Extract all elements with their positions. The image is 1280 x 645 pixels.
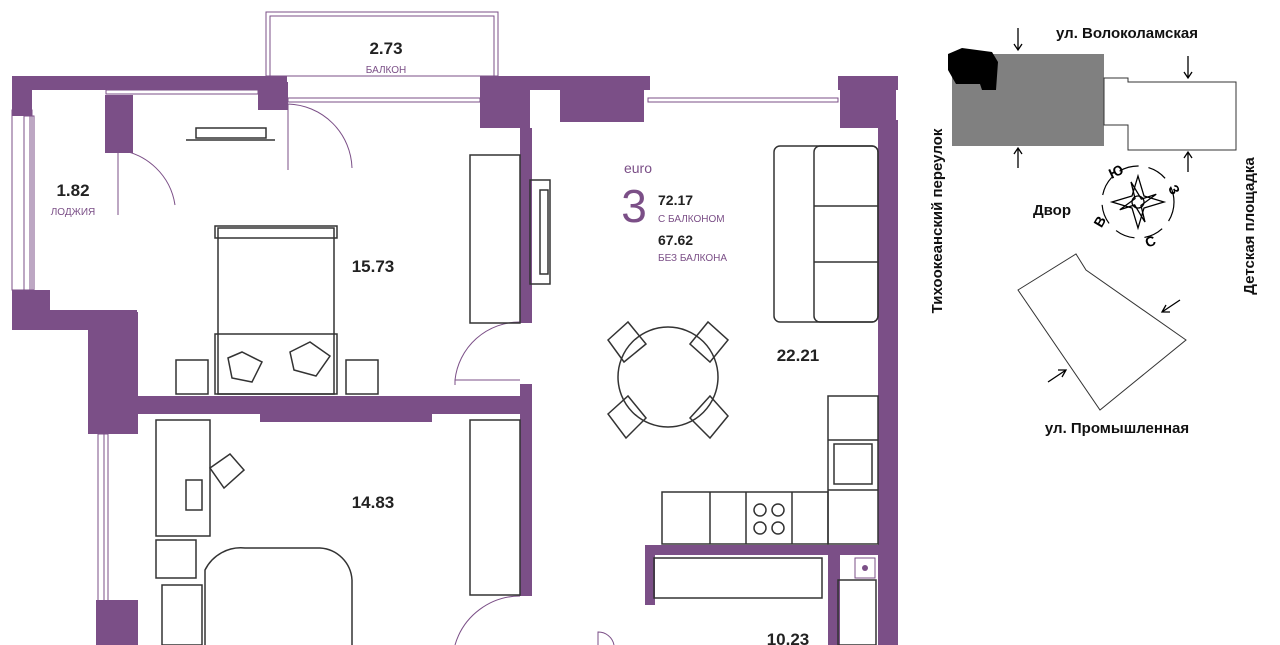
wall-top-right-block (840, 76, 896, 128)
hob-ring-1 (753, 503, 767, 517)
door-loggia (117, 149, 176, 215)
chair-2 (688, 320, 730, 364)
room3-area: 14.83 (352, 493, 395, 512)
wall-kitchen-left (645, 545, 655, 605)
door-bedroom (454, 321, 521, 385)
nightstand-left (175, 359, 209, 395)
windows (23, 11, 839, 605)
hall-area: 10.23 (767, 630, 810, 645)
wall-bath-left (828, 545, 840, 645)
entrance-arrows (1013, 28, 1193, 383)
chair-1 (606, 320, 648, 364)
tv-bedroom (195, 127, 267, 139)
wall-kitchen-bottom (645, 545, 880, 555)
compass: Ю З С В (1090, 161, 1183, 250)
pillow-left (227, 351, 264, 383)
radiator-bedroom (469, 154, 521, 324)
rooms-count: 3 (621, 180, 647, 232)
area-with-balcony: 72.17 (658, 192, 693, 208)
sofa-seat (813, 145, 879, 323)
furniture (155, 127, 879, 645)
loggia-area: 1.82 (56, 181, 89, 200)
balcony-inner (269, 15, 495, 77)
armchair (204, 547, 353, 645)
compass-north: С (1143, 232, 1158, 250)
radiator-room3 (469, 419, 521, 596)
door-balcony (287, 103, 353, 170)
window-living (647, 97, 839, 103)
side-table (161, 584, 203, 645)
balcony-area: 2.73 (369, 39, 402, 58)
nightstand-right (345, 359, 379, 395)
dining-table (617, 326, 719, 428)
wall-inner-horizontal-mid (260, 396, 432, 422)
sink (833, 443, 873, 485)
bed-head (214, 225, 338, 239)
door-hall (597, 631, 615, 645)
street-bottom: ул. Промышленная (1045, 420, 1189, 437)
doors (117, 103, 615, 645)
loggia-frame (11, 109, 33, 291)
compass-rose-icon (1109, 173, 1167, 231)
area-without-balcony: 67.62 (658, 232, 693, 248)
window-bedroom (105, 89, 259, 95)
monitor (185, 479, 203, 511)
wall-balcony-left-pillar (258, 82, 288, 110)
kitchen-counter-side (827, 395, 879, 545)
radiator-hall (837, 579, 877, 645)
wall-top-kitchen-block (560, 82, 644, 122)
window-room3 (97, 433, 105, 605)
without-balcony-label: БЕЗ БАЛКОНА (658, 253, 727, 264)
wall-inner-vertical-top (520, 128, 532, 323)
cabinet (155, 539, 197, 579)
building-neighbor (1103, 77, 1237, 151)
living-area: 22.21 (777, 346, 820, 365)
building-south (1017, 253, 1187, 411)
balcony-label: БАЛКОН (366, 65, 407, 76)
door-room3 (454, 595, 521, 645)
tv-living (529, 179, 551, 285)
walls (12, 76, 898, 645)
wall-inner-vertical-bottom (520, 384, 532, 596)
compass-south: Ю (1106, 161, 1126, 182)
chair-3 (606, 394, 648, 440)
street-right: Детская площадка (1241, 157, 1258, 295)
wall-right (878, 120, 898, 645)
wall-top-left (12, 76, 287, 90)
window-room3-inner (103, 433, 109, 605)
window-balcony-door (287, 97, 481, 103)
street-left: Тихоокеанский переулок (929, 128, 946, 313)
wall-inner-loggia (105, 95, 133, 153)
sofa (773, 145, 879, 323)
desk-chair (208, 452, 246, 490)
kitchen-counter (661, 491, 829, 545)
tv-living-screen (539, 189, 549, 275)
window-loggia (23, 115, 33, 291)
building-section (948, 48, 998, 90)
wall-left-bottom (96, 600, 138, 645)
location-map (948, 28, 1237, 411)
loggia-label: ЛОДЖИЯ (51, 207, 96, 218)
euro-tag: euro (624, 160, 652, 176)
bedroom-area: 15.73 (352, 257, 395, 276)
wall-left-top (12, 76, 32, 116)
yard-label: Двор (1033, 202, 1071, 219)
wall-top-middle-block (480, 76, 530, 128)
pillow-right (289, 341, 332, 377)
compass-west: З (1165, 182, 1183, 198)
bed (217, 227, 335, 395)
compass-east: В (1090, 213, 1109, 230)
bed-foot (214, 333, 338, 395)
desk (155, 419, 211, 537)
wall-left-column (88, 312, 138, 434)
chair-4 (688, 394, 729, 440)
street-top: ул. Волоколамская (1056, 25, 1198, 42)
radiator-kitchen (653, 557, 823, 599)
with-balcony-label: С БАЛКОНОМ (658, 214, 725, 225)
